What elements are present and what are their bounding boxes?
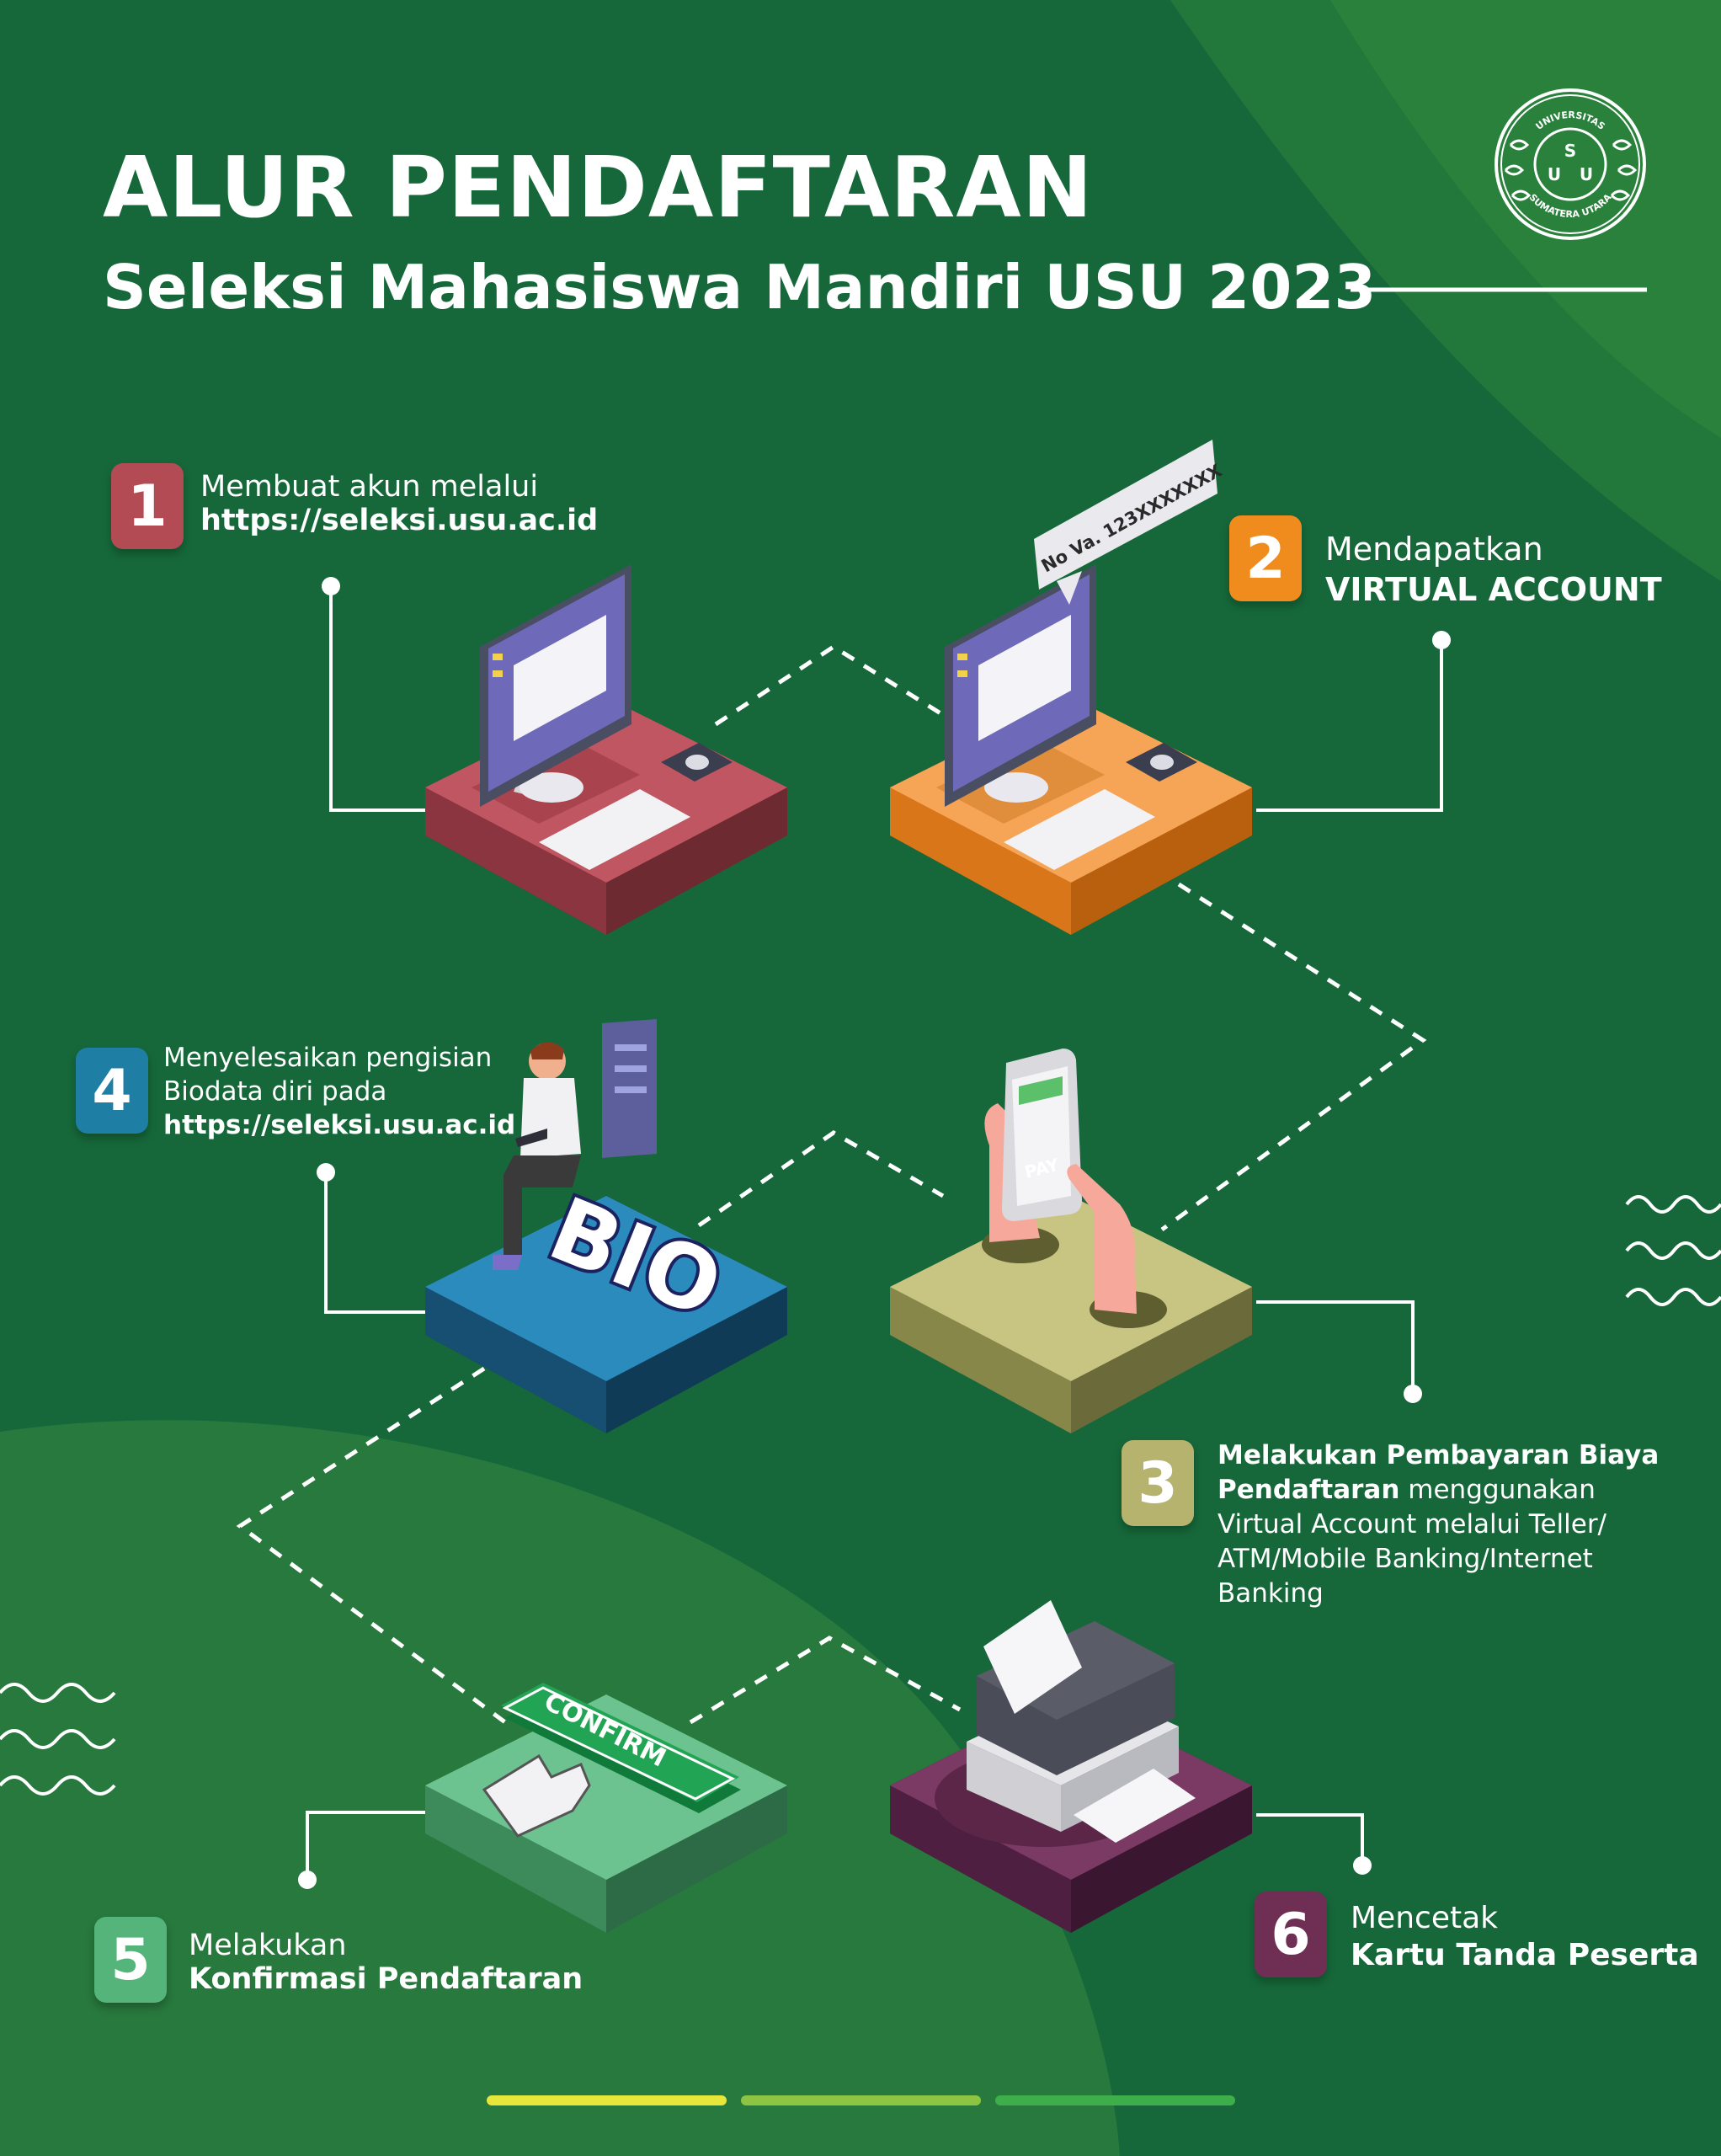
step5-confirm-illustration (482, 1683, 741, 1838)
wave-decoration-left (0, 1683, 116, 1796)
step5-badge: 5 (94, 1917, 167, 2003)
confirm-text: CONFIRM (539, 1687, 670, 1774)
step3-line2-rest: menggunakan (1399, 1475, 1596, 1505)
step3-line3: Virtual Account melalui Teller/ (1217, 1509, 1607, 1540)
page-subtitle: Seleksi Mahasiswa Mandiri USU 2023 (103, 252, 1377, 323)
step6-text: Mencetak Kartu Tanda Peserta (1351, 1900, 1699, 1974)
step2-line2: VIRTUAL ACCOUNT (1325, 571, 1662, 608)
logo-letter-u1: U (1548, 164, 1561, 184)
step3-badge: 3 (1122, 1440, 1194, 1526)
flow-dashed-path (236, 644, 1427, 1725)
bio-letters: BIO (539, 1174, 739, 1331)
step6-line2: Kartu Tanda Peserta (1351, 1938, 1699, 1972)
pay-text: PAY (1022, 1155, 1061, 1182)
step3-line4: ATM/Mobile Banking/Internet (1217, 1544, 1593, 1574)
step5-line1: Melakukan (189, 1929, 347, 1962)
logo-letter-s: S (1564, 141, 1576, 161)
step4-line1: Menyelesaikan pengisian (163, 1043, 493, 1073)
step4-badge: 4 (76, 1048, 148, 1134)
step2-badge: 2 (1229, 515, 1302, 601)
wave-decoration-right (1625, 1195, 1721, 1306)
step6-badge: 6 (1255, 1892, 1327, 1977)
step3-payment-illustration (984, 1049, 1137, 1314)
step1-text: Membuat akun melalui https://seleksi.usu… (200, 470, 598, 537)
step2-computer-illustration (945, 564, 1197, 870)
step3-line2-bold: Pendaftaran (1217, 1475, 1400, 1505)
step2-speech-bubble (1034, 440, 1217, 605)
step3-platform (890, 1196, 1252, 1433)
logo-letter-u2: U (1580, 164, 1593, 184)
confirm-button-label: CONFIRM (539, 1687, 670, 1774)
connector-dots (298, 577, 1451, 1889)
step3-line5: Banking (1217, 1578, 1324, 1609)
step3-text: Melakukan Pembayaran Biaya Pendaftaran m… (1217, 1438, 1659, 1611)
connector-lines (306, 586, 1443, 1880)
step5-line2: Konfirmasi Pendaftaran (189, 1962, 583, 1996)
logo-bottom-text: SUMATERA UTARA (1527, 191, 1614, 220)
bio-text: BIO (539, 1177, 736, 1331)
usu-logo: UNIVERSITAS SUMATERA UTARA S U U (1495, 88, 1646, 240)
step3-line2: Pendaftaran menggunakan (1217, 1473, 1659, 1508)
top-right-arc-inner (1330, 0, 1721, 438)
va-bubble-text: No Va. 123XXXXXXX (1038, 461, 1225, 577)
step2-line1: Mendapatkan (1325, 531, 1543, 568)
step4-person-illustration (493, 1019, 657, 1270)
progress-bars (487, 2095, 1235, 2105)
step4-link[interactable]: https://seleksi.usu.ac.id (163, 1110, 516, 1140)
step1-link[interactable]: https://seleksi.usu.ac.id (200, 504, 599, 537)
step1-line1: Membuat akun melalui (200, 470, 539, 504)
step2-text: Mendapatkan VIRTUAL ACCOUNT (1325, 529, 1662, 610)
page-title: ALUR PENDAFTARAN (103, 138, 1094, 237)
pay-label: PAY (1022, 1155, 1061, 1182)
step5-text: Melakukan Konfirmasi Pendaftaran (189, 1929, 583, 1996)
step1-computer-illustration (480, 564, 733, 870)
step3-line1: Melakukan Pembayaran Biaya (1217, 1440, 1660, 1470)
step6-printer-illustration (967, 1600, 1196, 1843)
step5-platform (425, 1694, 787, 1933)
step6-line1: Mencetak (1351, 1901, 1498, 1935)
step1-badge: 1 (111, 463, 184, 549)
va-bubble-label: No Va. 123XXXXXXX (1038, 461, 1225, 577)
step4-text: Menyelesaikan pengisian Biodata diri pad… (163, 1041, 515, 1142)
step4-line2: Biodata diri pada (163, 1076, 387, 1107)
